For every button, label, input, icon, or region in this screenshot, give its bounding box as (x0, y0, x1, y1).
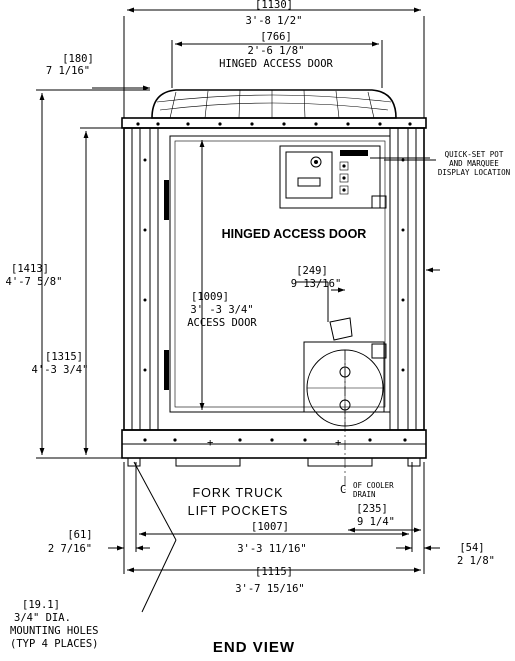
view-title: END VIEW (213, 639, 295, 656)
base-left-mm: [61] (67, 529, 92, 541)
drain-label-2: DRAIN (353, 490, 376, 499)
hinged-access-door-label: HINGED ACCESS DOOR (222, 227, 367, 241)
access-door-frame (169, 135, 391, 413)
holes-label-2: MOUNTING HOLES (10, 625, 99, 637)
drain-to-side-imperial: 9 1/4" (357, 516, 395, 528)
left-frame (131, 128, 169, 430)
rivets (136, 122, 412, 372)
dimension-labels: [1130] 3'-8 1/2" [766] 2'-6 1/8" HINGED … (6, 0, 495, 595)
fork-truck-label-1: FORK TRUCK (192, 486, 283, 500)
base-width-imperial: 3'-7 15/16" (235, 583, 305, 595)
drain-to-side-mm: [235] (356, 503, 388, 515)
callouts: HINGED ACCESS DOOR QUICK-SET POT AND MAR… (10, 150, 510, 656)
door-width-label: HINGED ACCESS DOOR (219, 58, 333, 70)
base-width-mm: [1115] (255, 566, 293, 578)
holes-label-3: (TYP 4 PLACES) (10, 638, 99, 650)
drain-offset-mm: [249] (296, 265, 328, 277)
dimension-lines (36, 7, 440, 613)
fan-offset-imperial: 7 1/16" (46, 65, 90, 77)
svg-text:+: + (335, 437, 341, 449)
fan-offset-mm: [180] (62, 53, 94, 65)
door-width-imperial: 2'-6 1/8" (248, 45, 305, 57)
holes-mm: [19.1] (22, 599, 60, 611)
base-frame: + + (121, 429, 427, 467)
overall-height-mm: [1413] (11, 263, 49, 275)
right-frame (389, 128, 417, 430)
base-left-imperial: 2 7/16" (48, 543, 92, 555)
access-door-panel (174, 140, 386, 408)
cabinet-height-imperial: 4'-3 3/4" (32, 364, 89, 376)
overall-width-imperial: 3'-8 1/2" (246, 15, 303, 27)
mount-spacing-mm: [1007] (251, 521, 289, 533)
drain-offset-imperial: 9 13/16" (291, 278, 342, 290)
mount-spacing-imperial: 3'-3 11/16" (237, 543, 307, 555)
drain-label-1: OF COOLER (353, 481, 394, 490)
door-height-label: ACCESS DOOR (187, 317, 257, 329)
base-right-mm: [54] (459, 542, 484, 554)
overall-height-imperial: 4'-7 5/8" (6, 276, 63, 288)
door-width-mm: [766] (260, 31, 292, 43)
door-height-imperial: 3' -3 3/4" (190, 304, 253, 316)
control-panel (279, 145, 387, 209)
fan-guard (148, 89, 400, 119)
quick-set-label-3: DISPLAY LOCATION (438, 168, 510, 177)
quick-set-label-2: AND MARQUEE (449, 159, 499, 168)
svg-text:+: + (207, 437, 213, 449)
holes-label-1: 3/4" DIA. (14, 612, 71, 624)
quick-set-label-1: QUICK-SET POT (445, 150, 504, 159)
door-height-mm: [1009] (191, 291, 229, 303)
fork-truck-label-2: LIFT POCKETS (188, 504, 289, 518)
centerline-symbol: C (340, 484, 346, 496)
overall-width-mm: [1130] (255, 0, 293, 11)
cabinet-height-mm: [1315] (45, 351, 83, 363)
base-right-imperial: 2 1/8" (457, 555, 495, 567)
unit-body: + + (121, 89, 427, 467)
